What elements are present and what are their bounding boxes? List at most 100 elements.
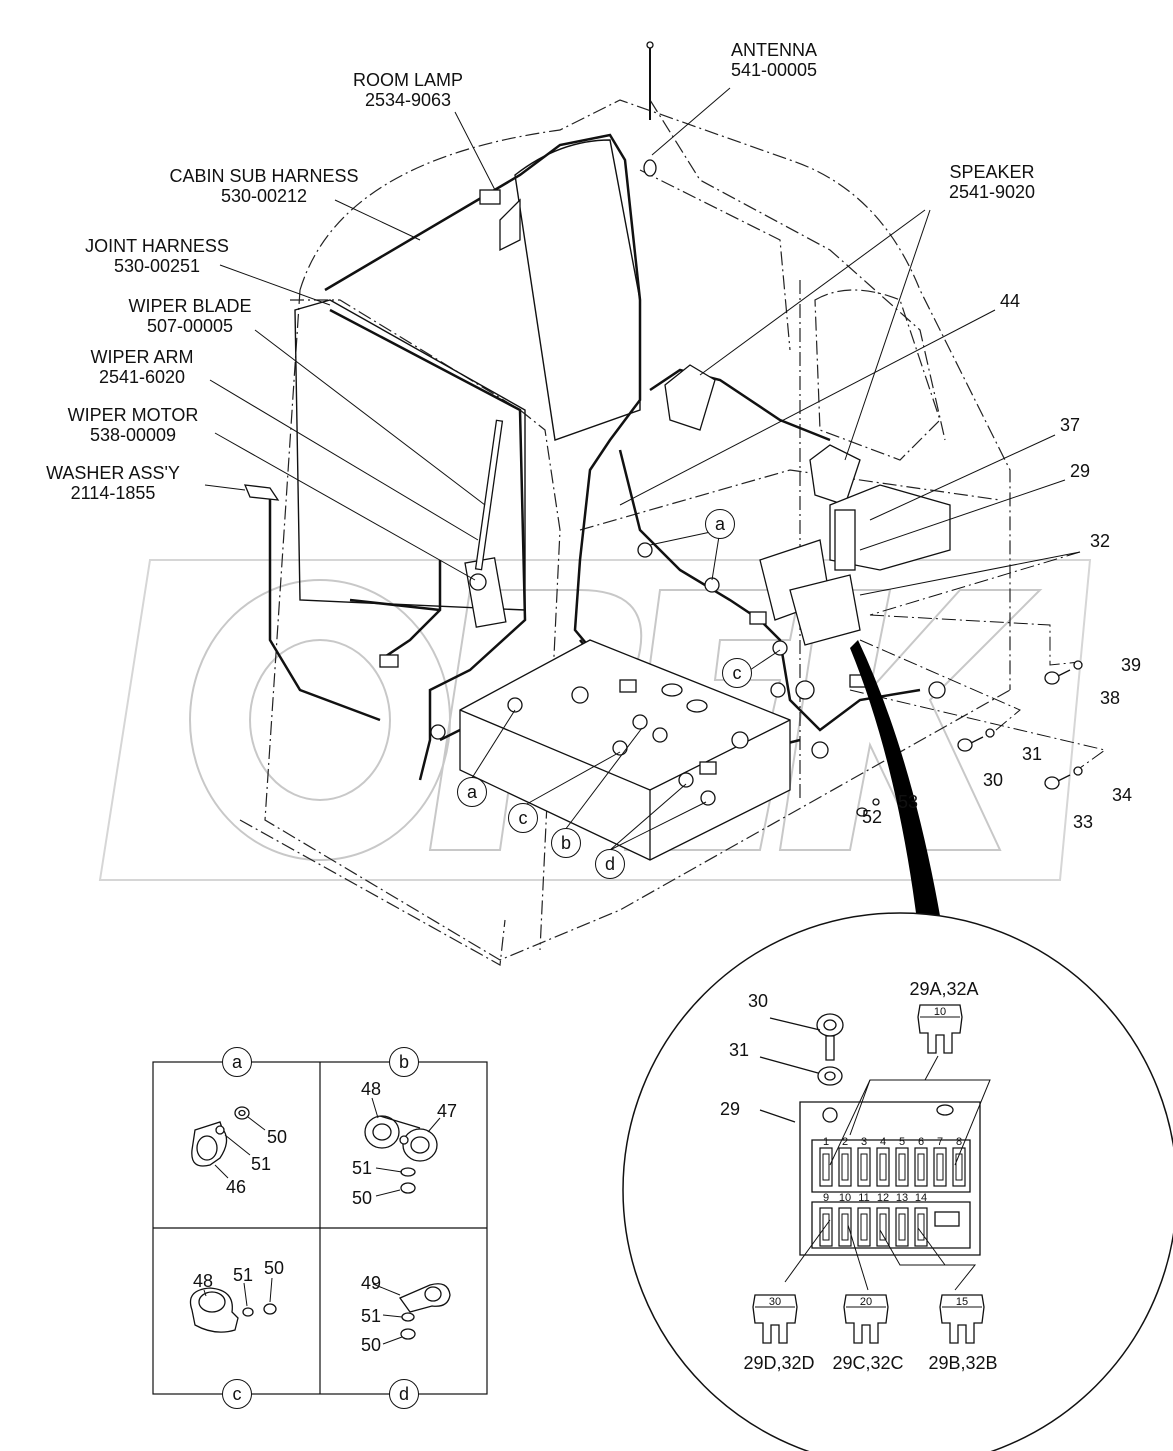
clamp-a-part-46: 46: [225, 1177, 247, 1197]
callout-washer-assy: WASHER ASS'Y 2114-1855: [46, 463, 180, 503]
detail-ref-a: a: [705, 509, 735, 539]
callout-name: WIPER MOTOR: [67, 405, 199, 425]
callout-name: SPEAKER: [949, 162, 1035, 182]
fuse-slot-number: 2: [841, 1136, 849, 1148]
fuse-rating-top: 10: [933, 1006, 947, 1018]
clamp-detail-table: [152, 1061, 488, 1395]
fuse-leaders: [784, 1055, 991, 1291]
fuse-slot-blade: [841, 1153, 849, 1181]
fuse-label-29c-32c: 29C,32C: [832, 1353, 904, 1373]
callout-part: 2114-1855: [70, 483, 156, 503]
callout-name: WASHER ASS'Y: [46, 463, 180, 483]
components: [243, 41, 951, 861]
callout-wiper-motor: WIPER MOTOR 538-00009: [68, 405, 199, 445]
callout-part: 2541-6020: [98, 367, 186, 387]
fuse-slot-blade: [841, 1213, 849, 1241]
speaker-left: [664, 364, 716, 431]
clamp-b-part-51: 51: [351, 1158, 373, 1178]
fuse-slot-number: 1: [822, 1136, 830, 1148]
fuse-slot-number: 6: [917, 1136, 925, 1148]
callout-name: WIPER BLADE: [128, 296, 252, 316]
clamp-detail-c-letter: c: [222, 1379, 252, 1409]
callout-name: JOINT HARNESS: [85, 236, 229, 256]
clamp-b-part-48: 48: [360, 1079, 382, 1099]
detail-ref-c: c: [722, 658, 752, 688]
speaker-right: [809, 444, 861, 506]
fuse-slot-blade: [860, 1213, 868, 1241]
clamp-drawings: [189, 1106, 451, 1340]
fuse-slot-number: 7: [936, 1136, 944, 1148]
callout-wiper-blade: WIPER BLADE 507-00005: [128, 296, 251, 336]
fuse-slot-number: 5: [898, 1136, 906, 1148]
fuse-slot-number: 14: [914, 1192, 928, 1204]
blade-fuses: [752, 1004, 985, 1344]
fuse-slot-blade: [822, 1213, 830, 1241]
fuse-slot-blade: [917, 1213, 925, 1241]
callout-name: ANTENNA: [730, 40, 817, 60]
callout-part: 2541-9020: [948, 182, 1036, 202]
fuse-slot-number: 9: [822, 1192, 830, 1204]
clamp-d-part-49: 49: [360, 1273, 382, 1293]
clamp-c-part-51: 51: [232, 1265, 254, 1285]
callout-part: 541-00005: [730, 60, 818, 80]
fuse-slots: [819, 1147, 966, 1247]
fuse-slot-number: 3: [860, 1136, 868, 1148]
clamp-detail-b-letter: b: [389, 1047, 419, 1077]
fuse-label-29b-32b: 29B,32B: [928, 1353, 998, 1373]
item-38: 38: [1099, 688, 1121, 708]
callout-part: 507-00005: [146, 316, 234, 336]
fuse-slot-blade: [917, 1153, 925, 1181]
item-32: 32: [1089, 531, 1111, 551]
callout-part: 538-00009: [89, 425, 177, 445]
fuse-slot-blade: [860, 1153, 868, 1181]
clamp-detail-a-letter: a: [222, 1047, 252, 1077]
item-44: 44: [999, 291, 1021, 311]
callout-joint-harness: JOINT HARNESS 530-00251: [85, 236, 229, 276]
fuse-slot-number: 4: [879, 1136, 887, 1148]
callout-part: 2534-9063: [364, 90, 452, 110]
fuse-slot-number: 13: [895, 1192, 909, 1204]
zoom-pointer: [850, 640, 945, 945]
fuse-slot-blade: [879, 1213, 887, 1241]
callout-antenna: ANTENNA 541-00005: [731, 40, 817, 80]
clamp-c-part-48: 48: [192, 1271, 214, 1291]
detail-ref-c-lower: c: [508, 803, 538, 833]
callout-name: ROOM LAMP: [352, 70, 464, 90]
clamp-leaders: [203, 1097, 441, 1345]
callout-part: 530-00251: [113, 256, 201, 276]
callout-name: CABIN SUB HARNESS: [169, 166, 359, 186]
harness-clamps: [507, 542, 788, 806]
fuse-rating-b: 15: [955, 1296, 969, 1308]
callout-wiper-arm: WIPER ARM 2541-6020: [90, 347, 193, 387]
clamp-a-part-51: 51: [250, 1154, 272, 1174]
clamp-d-part-51: 51: [360, 1306, 382, 1326]
clamp-d-part-50: 50: [360, 1335, 382, 1355]
callout-room-lamp: ROOM LAMP 2534-9063: [353, 70, 463, 110]
fuse-detail-item-29: 29: [719, 1099, 741, 1119]
item-33: 33: [1072, 812, 1094, 832]
callout-speaker: SPEAKER 2541-9020: [949, 162, 1035, 202]
fuse-slot-number: 10: [838, 1192, 852, 1204]
item-52: 52: [861, 807, 883, 827]
cabin-window-frame: [294, 139, 641, 611]
clamp-detail-d-letter: d: [389, 1379, 419, 1409]
callout-part: 530-00212: [220, 186, 308, 206]
item-39: 39: [1120, 655, 1142, 675]
fuse-detail-item-30: 30: [747, 991, 769, 1011]
fuse-rating-c: 20: [859, 1296, 873, 1308]
fuse-slot-blade: [936, 1153, 944, 1181]
detail-ref-b: b: [551, 828, 581, 858]
fuse-slot-blade: [879, 1153, 887, 1181]
fuse-slot-blade: [822, 1153, 830, 1181]
item-31: 31: [1021, 744, 1043, 764]
fuse-rating-d: 30: [768, 1296, 782, 1308]
fuse-label-29a-32a: 29A,32A: [909, 979, 979, 999]
fuse-slot-number: 11: [858, 1192, 870, 1204]
fuse-slot-number: 12: [876, 1192, 890, 1204]
clamp-b-part-50: 50: [351, 1188, 373, 1208]
fuse-label-29d-32d: 29D,32D: [743, 1353, 815, 1373]
item-30: 30: [982, 770, 1004, 790]
item-53: 53: [897, 792, 919, 812]
